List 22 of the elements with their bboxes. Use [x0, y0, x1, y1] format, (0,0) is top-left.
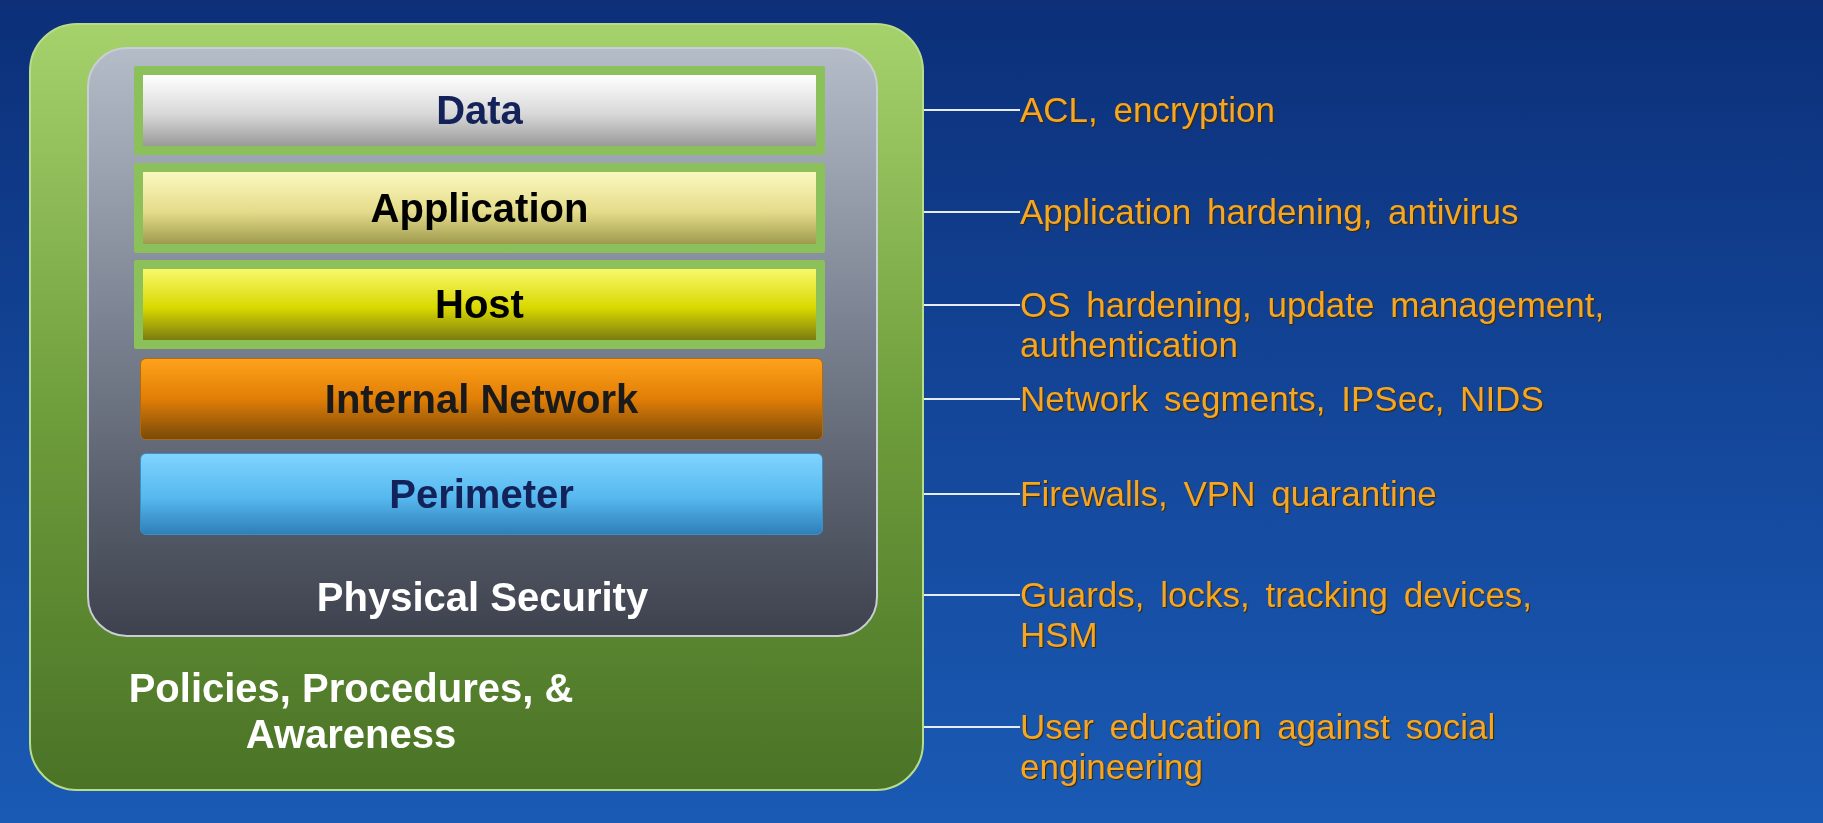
layer-box	[140, 358, 823, 440]
layer-box	[140, 453, 823, 535]
layer-label: Internal Network	[323, 376, 640, 423]
annotation-text: OS hardening, update management, authentication	[1020, 285, 1820, 365]
layer-label: Data	[435, 87, 524, 134]
annotation-text: Firewalls, VPN quarantine	[1020, 474, 1800, 514]
layer-label: Physical Security	[315, 574, 650, 620]
layer-label: Perimeter	[388, 471, 575, 518]
annotation-text: Network segments, IPSec, NIDS	[1020, 379, 1800, 419]
leader-line	[923, 726, 1021, 728]
annotation-text: ACL, encryption	[1020, 90, 1800, 130]
layer-label: Application	[369, 185, 590, 232]
annotation-text: Application hardening, antivirus	[1020, 192, 1800, 232]
annotation-text: User education against social engineering	[1020, 707, 1620, 787]
layer-box	[87, 47, 878, 637]
annotation-text: Guards, locks, tracking devices, HSM	[1020, 575, 1600, 655]
layer-label: Host	[434, 281, 525, 328]
layer-box	[134, 66, 825, 155]
layer-box	[29, 23, 924, 791]
layer-box	[134, 163, 825, 253]
layer-label: Policies, Procedures, & Awareness	[127, 665, 575, 757]
layer-box	[134, 260, 825, 349]
